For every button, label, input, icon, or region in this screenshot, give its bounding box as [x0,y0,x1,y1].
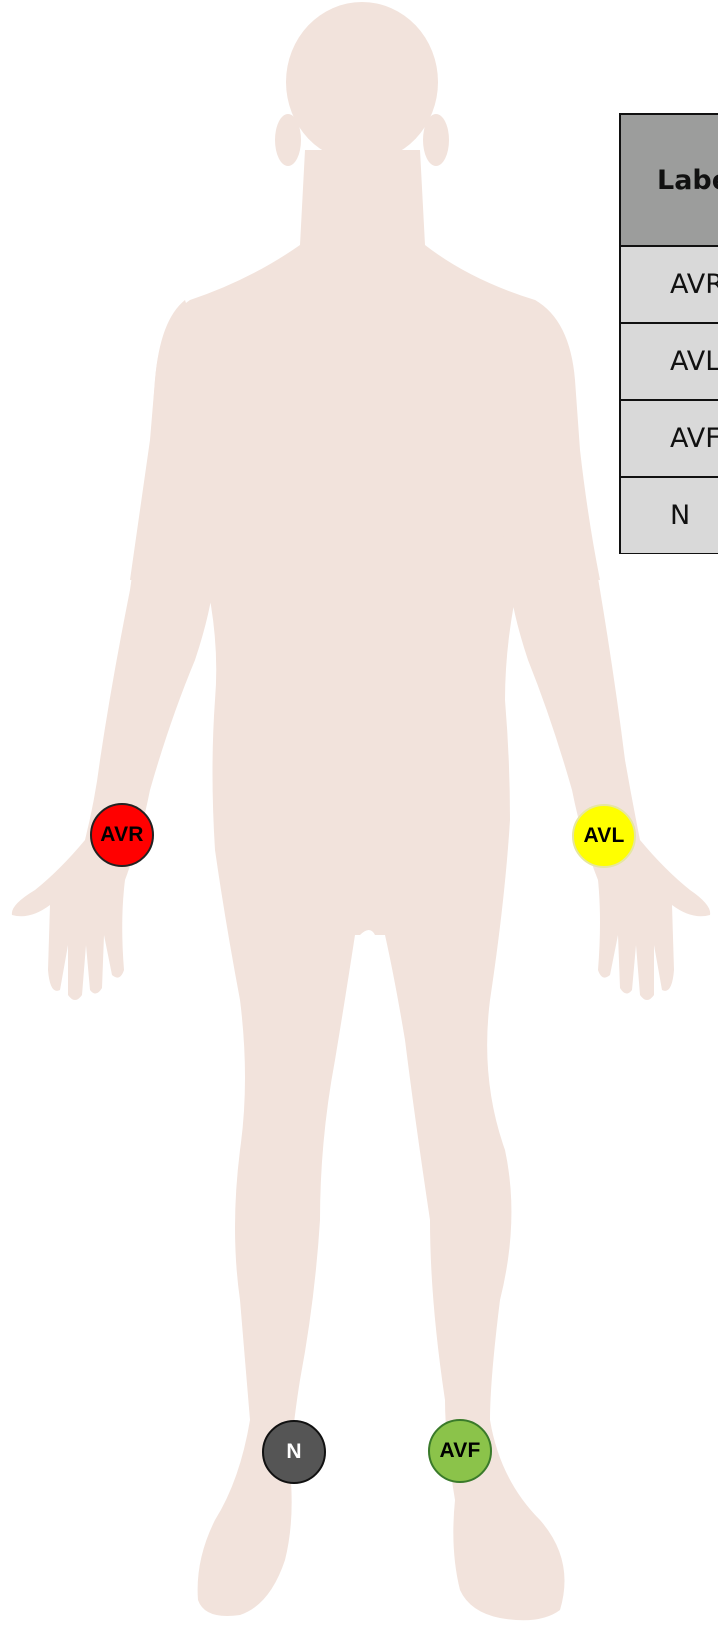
lead-table-cell: AVF [620,400,718,477]
lead-table-cell: AVR [620,246,718,323]
left-ear-shape [275,114,301,166]
electrode-n-label: N [286,1440,301,1464]
left-arm-shape [12,300,230,1000]
lead-table-header-label: Label [620,114,718,246]
lead-table: Label AVR AVL AVF N [619,113,718,554]
table-row: AVL [620,323,718,400]
lead-table-cell: AVL [620,323,718,400]
electrode-avf-label: AVF [439,1439,480,1463]
head-shape [286,2,438,162]
lead-table-header-row: Label [620,114,718,246]
electrode-n[interactable]: N [262,1420,326,1484]
lead-table-cell: N [620,477,718,554]
table-row: AVR [620,246,718,323]
electrode-avf[interactable]: AVF [428,1419,492,1483]
table-row: N [620,477,718,554]
table-row: AVF [620,400,718,477]
electrode-avl-label: AVL [583,824,624,848]
lead-table-container: Label AVR AVL AVF N [619,113,718,554]
electrode-avl[interactable]: AVL [572,804,636,868]
electrode-avr[interactable]: AVR [90,803,154,867]
electrode-avr-label: AVR [100,823,143,847]
right-ear-shape [423,114,449,166]
